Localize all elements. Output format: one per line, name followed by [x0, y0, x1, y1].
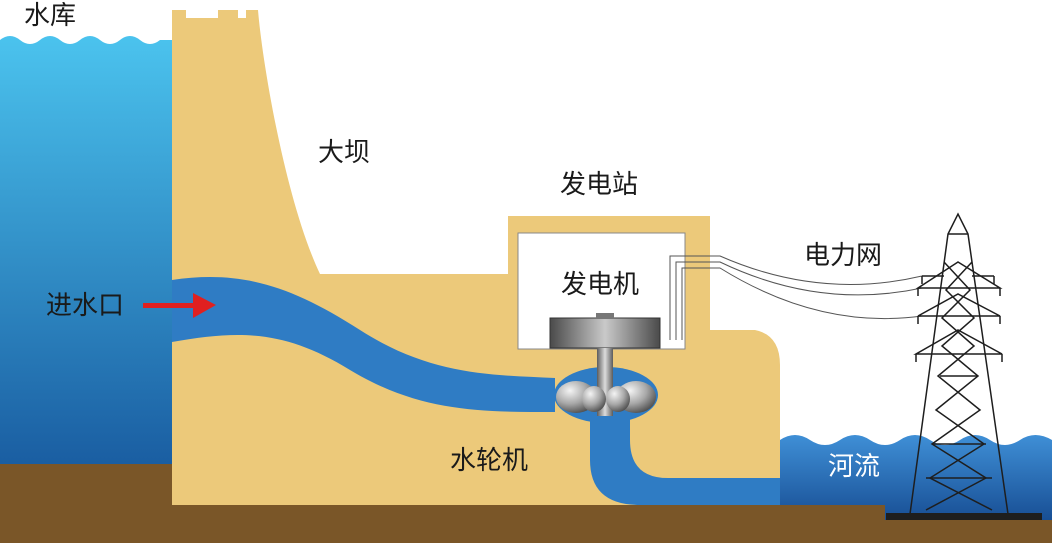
label-grid: 电力网 — [804, 241, 883, 271]
turbine-icon — [556, 381, 656, 413]
dam-body — [172, 10, 780, 505]
ground — [0, 464, 1052, 543]
penstock — [172, 277, 555, 412]
generator-rotor-icon — [549, 317, 661, 349]
label-power-station: 发电站 — [560, 170, 639, 200]
transmission-tower-icon — [886, 212, 1042, 520]
label-dam: 大坝 — [318, 138, 371, 168]
power-lines — [669, 255, 923, 340]
river-water — [780, 435, 1052, 520]
draft-tube — [590, 410, 780, 505]
generator-hub — [596, 313, 614, 319]
label-generator: 发电机 — [561, 270, 640, 300]
label-intake: 进水口 — [46, 291, 125, 321]
label-reservoir: 水库 — [24, 1, 77, 31]
reservoir-water — [0, 36, 172, 464]
inflow-arrow-icon — [143, 293, 216, 318]
label-turbine: 水轮机 — [450, 446, 529, 476]
label-river: 河流 — [828, 452, 881, 482]
